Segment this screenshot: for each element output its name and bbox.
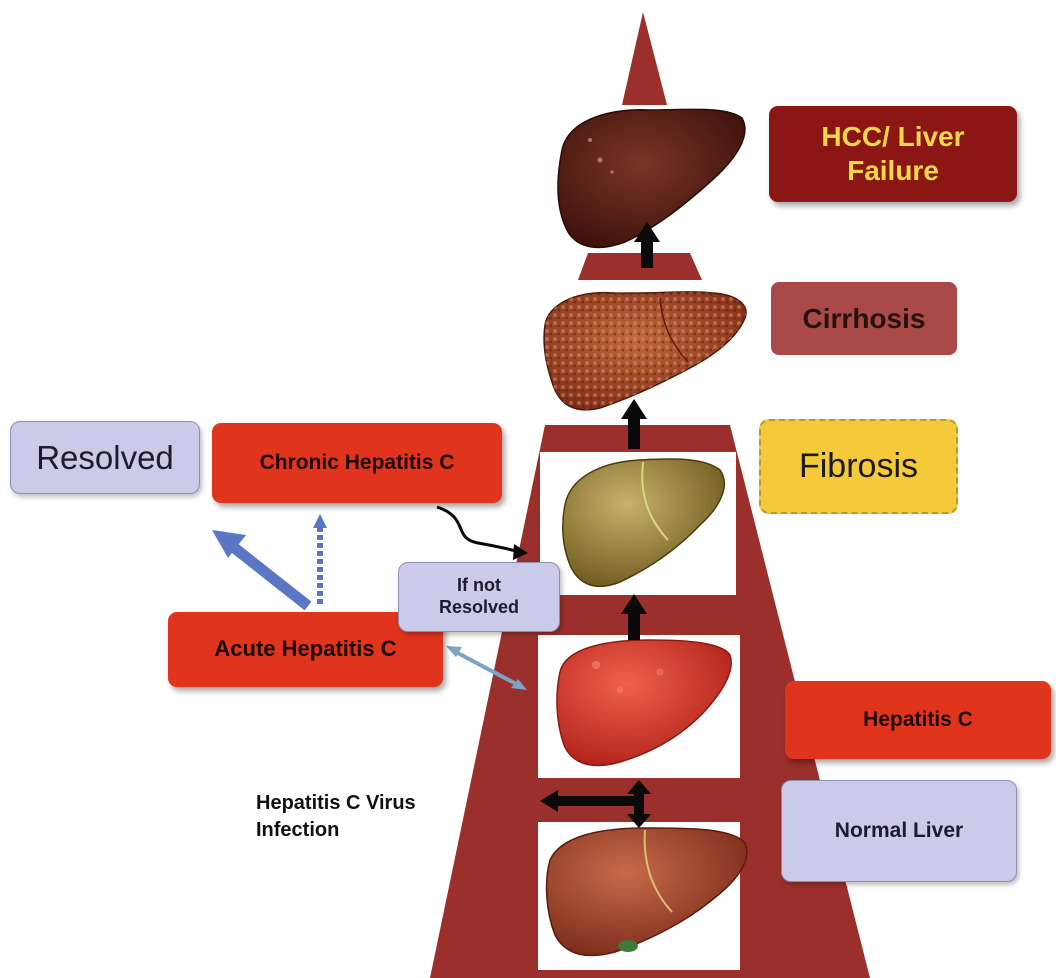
hcc-label: HCC/ Liver Failure [805, 120, 981, 187]
acute-to-chronic-arrowhead [313, 514, 327, 528]
acute-to-resolved-arrow [232, 546, 308, 606]
normal-liver-box: Normal Liver [781, 780, 1017, 882]
chronic-hepatitis-c-label: Chronic Hepatitis C [260, 450, 455, 475]
resolved-label: Resolved [36, 438, 174, 478]
normal-liver-label: Normal Liver [835, 818, 963, 843]
resolved-box: Resolved [10, 421, 200, 494]
pyramid-band [578, 253, 702, 280]
cirrhosis-liver-image [544, 292, 746, 410]
chronic-hepatitis-c-box: Chronic Hepatitis C [212, 423, 502, 503]
acute-hepatitis-c-label: Acute Hepatitis C [214, 636, 396, 662]
if-not-resolved-label: If not Resolved [427, 575, 531, 618]
fibrosis-label: Fibrosis [799, 446, 918, 487]
cirrhosis-box: Cirrhosis [771, 282, 957, 355]
hepatitis-c-virus-infection-label: Hepatitis C Virus Infection [256, 790, 456, 844]
pyramid-apex [622, 12, 667, 105]
fibrosis-box: Fibrosis [759, 419, 958, 514]
if-not-resolved-box: If not Resolved [398, 562, 560, 632]
hcc-liver-failure-box: HCC/ Liver Failure [769, 106, 1017, 202]
chronic-to-fibrosis-arrow [437, 507, 520, 552]
cirrhosis-label: Cirrhosis [803, 302, 926, 336]
hepatitis-c-box: Hepatitis C [785, 681, 1051, 759]
hcc-liver-image [558, 109, 745, 247]
hepatitis-c-label: Hepatitis C [863, 707, 973, 732]
